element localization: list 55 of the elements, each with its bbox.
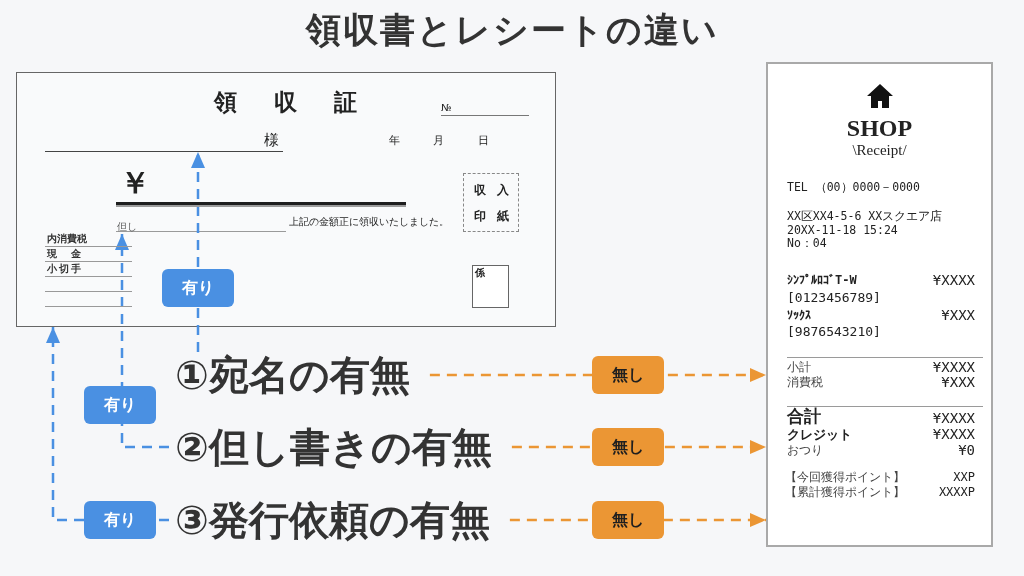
receipt-text: TEL （00）0000－0000 bbox=[787, 181, 920, 195]
price-text: ¥XXX bbox=[941, 307, 975, 324]
form-title: 領収証 bbox=[214, 89, 357, 117]
receipt-text: [0123456789] bbox=[787, 290, 881, 306]
edge-label: 有り bbox=[84, 386, 156, 424]
price-text: ¥XXX bbox=[941, 374, 975, 391]
price-text: XXP bbox=[953, 470, 975, 485]
receipt-text: おつり bbox=[787, 443, 823, 458]
price-text: ¥0 bbox=[958, 442, 975, 459]
seal-box bbox=[472, 265, 509, 308]
comparison-item: ③発行依頼の有無 bbox=[175, 497, 490, 543]
receipt-text: 小計 bbox=[787, 361, 811, 375]
form-statement: 上記の金額正に領収いたしました。 bbox=[289, 216, 449, 228]
receipt-text: 合計 bbox=[787, 406, 821, 427]
field-label: 但し bbox=[117, 221, 137, 232]
receipt-text: クレジット bbox=[787, 427, 852, 442]
price-text: XXXXP bbox=[938, 485, 975, 500]
receipt-text: [9876543210] bbox=[787, 324, 881, 340]
stamp-label: 収入印紙 bbox=[473, 181, 509, 225]
receipt-form bbox=[16, 72, 556, 327]
date-label: 日 bbox=[478, 134, 489, 148]
comparison-item: ②但し書きの有無 bbox=[175, 424, 492, 470]
shop-name: SHOP bbox=[846, 114, 913, 143]
edge-label: 有り bbox=[84, 501, 156, 539]
receipt-text: 【今回獲得ポイント】 bbox=[785, 470, 905, 485]
field-label: 様 bbox=[264, 131, 279, 149]
receipt-text: ｿｯｸｽ bbox=[787, 308, 811, 323]
dashed-arrow bbox=[115, 234, 169, 449]
field-label: 内消費税 bbox=[47, 233, 87, 245]
stamp-box bbox=[463, 173, 519, 232]
receipt-text: No：04 bbox=[787, 237, 827, 251]
edge-label: 有り bbox=[162, 269, 234, 307]
edge-label: 無し bbox=[592, 356, 664, 394]
date-label: 年 bbox=[389, 134, 400, 148]
price-text: ¥XXXX bbox=[932, 410, 975, 427]
price-text: ¥XXXX bbox=[932, 359, 975, 376]
receipt-text: XX区XX4-5-6 XXスクエア店 bbox=[787, 210, 943, 224]
receipt-text: 【累計獲得ポイント】 bbox=[785, 485, 905, 500]
yen-sign: ￥ bbox=[120, 165, 150, 201]
field-label: 小切手 bbox=[47, 263, 81, 275]
edge-label: 無し bbox=[592, 501, 664, 539]
register-receipt bbox=[766, 62, 993, 547]
receipt-heading: \Receipt/ bbox=[852, 141, 907, 159]
number-label: № bbox=[441, 102, 452, 114]
comparison-item: ①宛名の有無 bbox=[175, 352, 410, 398]
receipt-text: 20XX-11-18 15:24 bbox=[787, 224, 898, 238]
date-label: 月 bbox=[433, 134, 444, 148]
field-label: 現金 bbox=[47, 248, 81, 260]
price-text: ¥XXXX bbox=[932, 272, 975, 289]
diagram-title: 領収書とレシートの違い bbox=[305, 9, 719, 51]
receipt-text: ｼﾝﾌﾟﾙﾛｺﾞT-W bbox=[787, 273, 857, 288]
receipt-text: 消費税 bbox=[787, 376, 823, 390]
edge-label: 無し bbox=[592, 428, 664, 466]
seal-label: 係 bbox=[475, 267, 485, 279]
price-text: ¥XXXX bbox=[932, 426, 975, 443]
